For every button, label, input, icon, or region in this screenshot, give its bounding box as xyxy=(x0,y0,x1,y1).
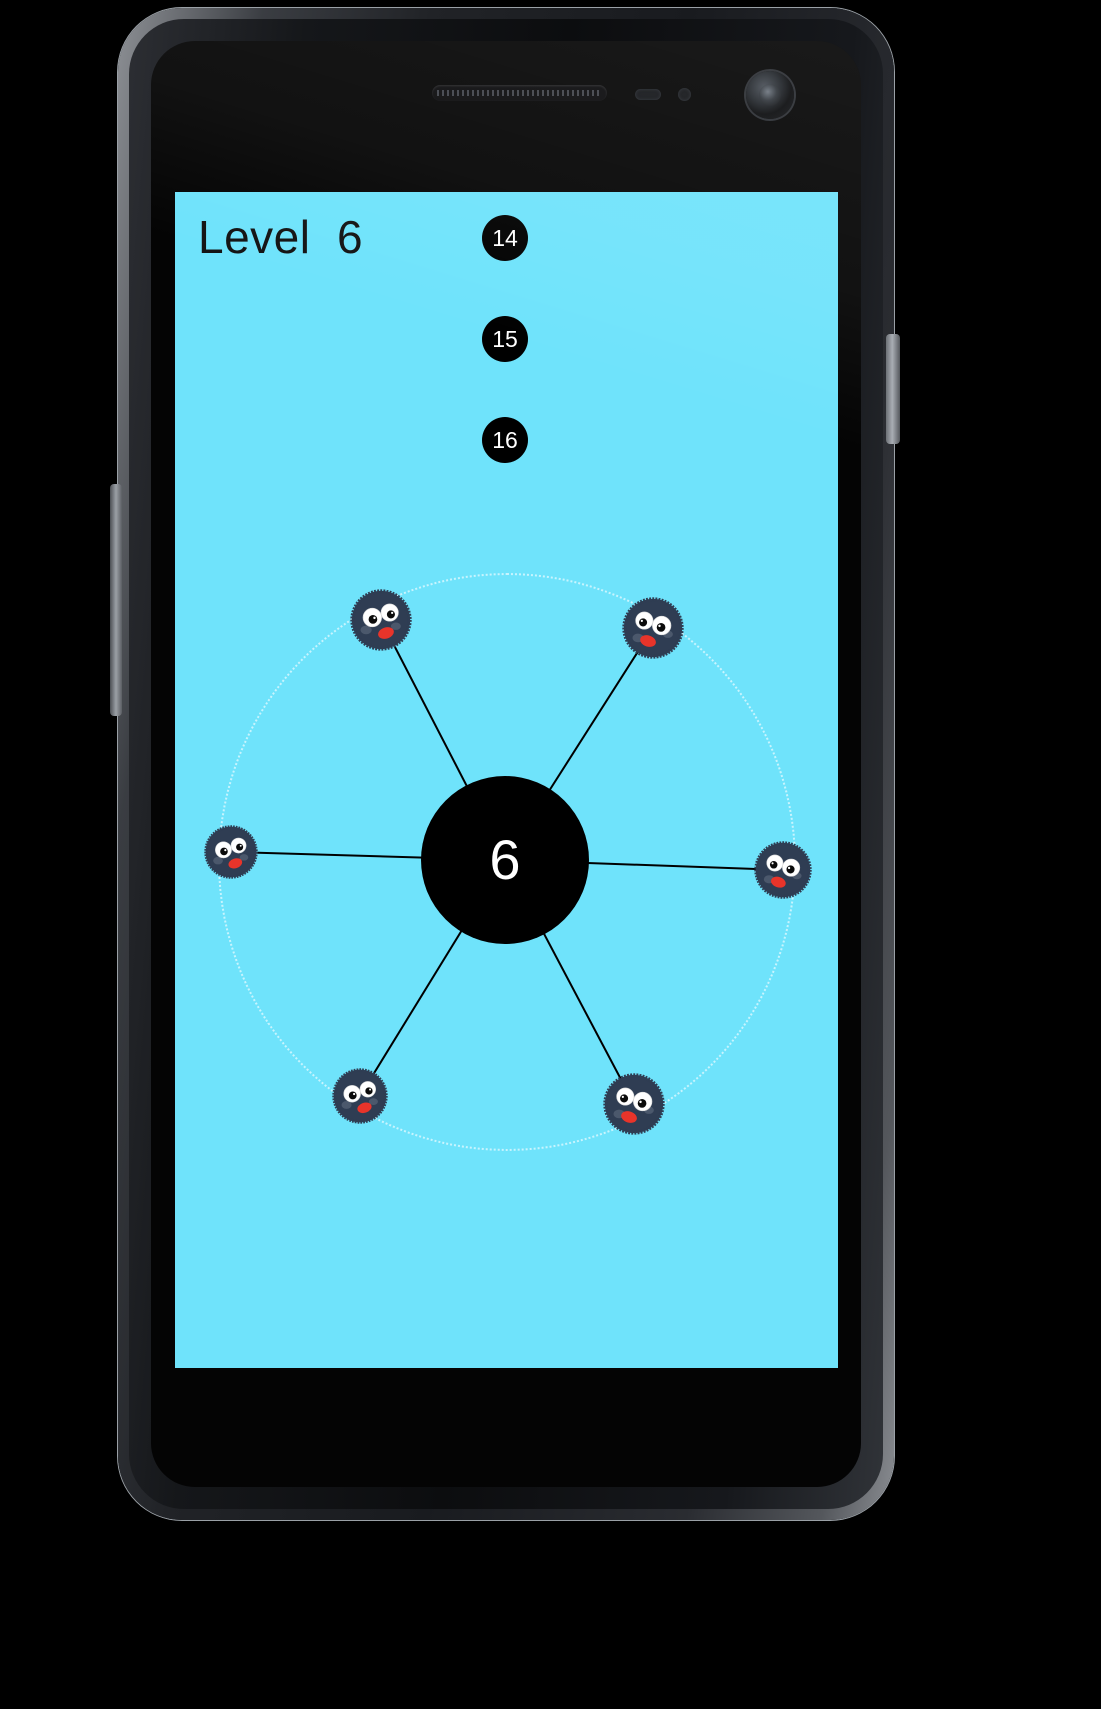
volume-button[interactable] xyxy=(110,484,122,716)
enemy-top-right[interactable] xyxy=(622,597,684,659)
center-hub[interactable]: 6 xyxy=(421,776,589,944)
front-camera-icon xyxy=(746,71,794,119)
hub-label: 6 xyxy=(489,828,521,891)
queue-badge[interactable]: 14 xyxy=(482,215,528,261)
game-screen[interactable]: Level 6 14 15 16 6 xyxy=(175,192,838,1368)
queue-badge-label: 16 xyxy=(492,426,518,453)
enemy-right[interactable] xyxy=(754,841,812,899)
enemy-bottom-left[interactable] xyxy=(332,1068,388,1124)
enemy-left[interactable] xyxy=(204,825,258,879)
queue-badge[interactable]: 15 xyxy=(482,316,528,362)
power-button[interactable] xyxy=(886,334,900,444)
speaker-grille xyxy=(437,90,602,96)
earpiece-speaker-icon xyxy=(432,85,607,101)
queue-badge-label: 14 xyxy=(492,224,518,251)
light-sensor-icon xyxy=(678,88,691,101)
queue-badge[interactable]: 16 xyxy=(482,417,528,463)
enemy-bottom-right[interactable] xyxy=(603,1073,665,1135)
enemy-top-left[interactable] xyxy=(350,589,412,651)
page-title: Level 6 xyxy=(198,211,364,263)
camera-lens xyxy=(759,84,781,106)
proximity-sensor-icon xyxy=(635,89,661,100)
queue-badge-label: 15 xyxy=(492,325,518,352)
